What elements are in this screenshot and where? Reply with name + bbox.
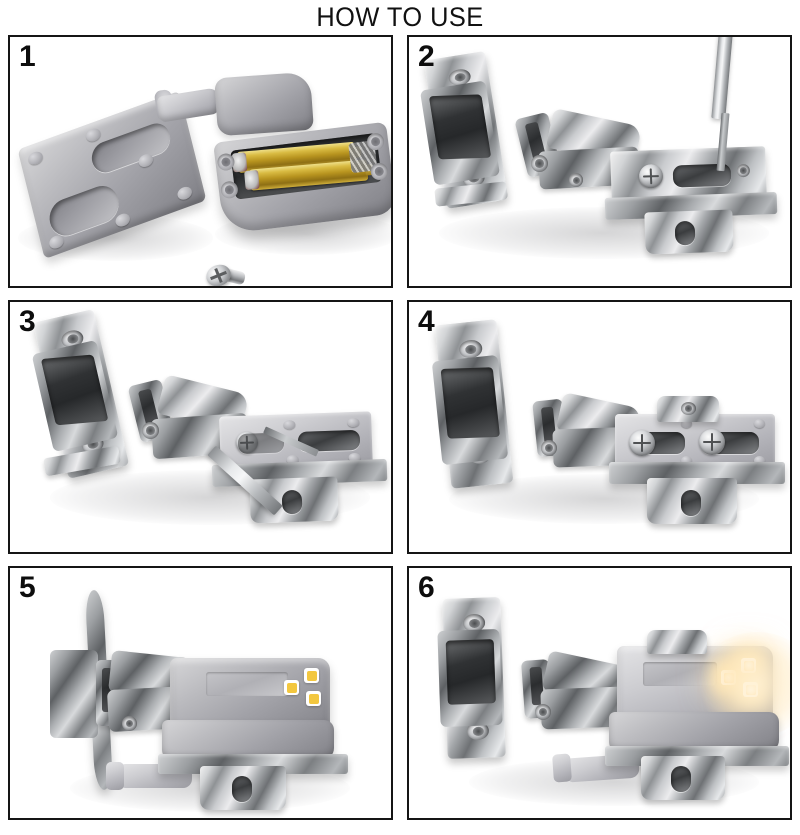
led-module-lower: [162, 720, 334, 760]
screwdriver-shaft[interactable]: [711, 37, 733, 120]
mounting-screw-head: [202, 261, 235, 286]
hinge-cup-rim: [431, 354, 509, 466]
hinge-mounting-tab: [641, 756, 725, 800]
hinge-rivet: [569, 173, 583, 187]
hinge-mounting-tab: [200, 766, 286, 810]
plunger-tip: [106, 762, 124, 790]
step-5-illustration: [10, 568, 391, 818]
led-module-label-recess: [206, 672, 288, 696]
step-panel-2: 2: [407, 35, 792, 288]
battery-cavity: [230, 133, 383, 200]
step-panel-4: 4: [407, 300, 792, 554]
housing-arm: [214, 71, 314, 137]
led-module-label-recess: [643, 662, 717, 686]
step-4-illustration: [409, 302, 790, 552]
led-chip-2: [304, 668, 319, 683]
hinge-cup-body: [50, 650, 98, 738]
hinge-pivot-pin: [541, 440, 557, 456]
hinge-upper-tab: [647, 630, 707, 654]
led-module-lower: [609, 712, 779, 752]
hinge-pivot-pin: [122, 716, 137, 731]
step-panel-3: 3: [8, 300, 393, 554]
led-chip-1: [721, 670, 736, 685]
hinge-cup-rim: [437, 628, 503, 728]
step-2-illustration: [409, 37, 790, 286]
step-number-5: 5: [19, 571, 36, 604]
instruction-steps-grid: 1: [8, 35, 792, 827]
hinge-pivot-pin: [142, 422, 159, 439]
step-number-4: 4: [418, 305, 435, 338]
step-panel-1: 1: [8, 35, 393, 288]
step-number-6: 6: [418, 571, 435, 604]
hinge-mounting-tab: [644, 209, 734, 255]
step-panel-5: 5: [8, 566, 393, 820]
led-chip-2: [741, 658, 756, 673]
phillips-screw-1: [629, 430, 655, 456]
led-chip-1: [284, 680, 299, 695]
led-chip-3: [306, 691, 321, 706]
battery-housing: [213, 121, 391, 235]
step-number-3: 3: [19, 305, 36, 338]
hinge-pivot-pin: [535, 704, 551, 720]
hinge-cup-rim: [31, 339, 119, 453]
hinge-upper-tab: [657, 396, 719, 422]
page-title: HOW TO USE: [316, 2, 484, 32]
hinge-mounting-tab: [647, 478, 737, 524]
mounting-plate: [615, 414, 775, 470]
step-panel-6: 6: [407, 566, 792, 820]
plunger-tip: [552, 753, 572, 783]
hinge-pivot-pin: [531, 155, 548, 172]
step-1-illustration: [10, 37, 391, 286]
step-number-2: 2: [418, 40, 435, 73]
adjustment-screw: [638, 163, 664, 189]
step-3-illustration: [10, 302, 391, 552]
step-number-1: 1: [19, 40, 36, 73]
step-6-illustration: [409, 568, 790, 818]
phillips-screw-2: [699, 429, 725, 455]
led-chip-3: [743, 682, 758, 697]
